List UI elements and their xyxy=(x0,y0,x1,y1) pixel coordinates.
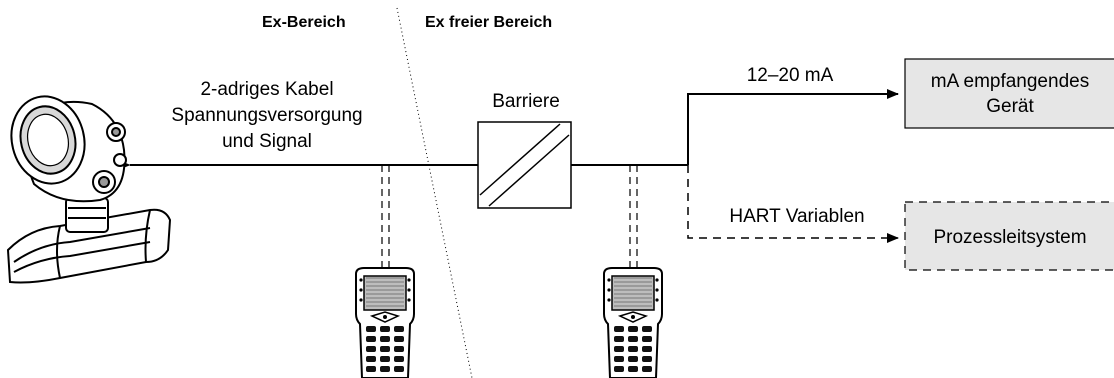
zone-boundary-line xyxy=(396,7,473,378)
receiver-label-line2: Gerät xyxy=(986,96,1034,117)
handheld-communicator-icon xyxy=(603,267,663,378)
safe-zone-label: Ex freier Bereich xyxy=(425,14,552,31)
cable-label-line2: Spannungsversorgung xyxy=(171,105,362,126)
cable-label-line1: 2-adriges Kabel xyxy=(200,79,333,100)
communicator-link-right xyxy=(629,165,638,268)
hart-signal-arrow xyxy=(687,165,899,243)
cable-label-line3: und Signal xyxy=(222,131,312,152)
ma-signal-label: 12–20 mA xyxy=(747,65,834,86)
control-system-box xyxy=(904,201,1114,271)
receiver-box xyxy=(904,58,1114,129)
hazardous-zone-label: Ex-Bereich xyxy=(262,14,346,31)
ma-signal-arrow xyxy=(687,89,899,165)
communicator-link-left xyxy=(381,165,390,268)
receiver-label-line1: mA empfangendes xyxy=(931,71,1089,92)
control-system-label: Prozessleitsystem xyxy=(933,227,1086,248)
barrier-block xyxy=(477,121,572,209)
handheld-communicator-icon xyxy=(355,267,415,378)
barrier-label: Barriere xyxy=(492,91,560,112)
field-transmitter-icon xyxy=(6,95,172,284)
hart-label: HART Variablen xyxy=(729,206,864,227)
